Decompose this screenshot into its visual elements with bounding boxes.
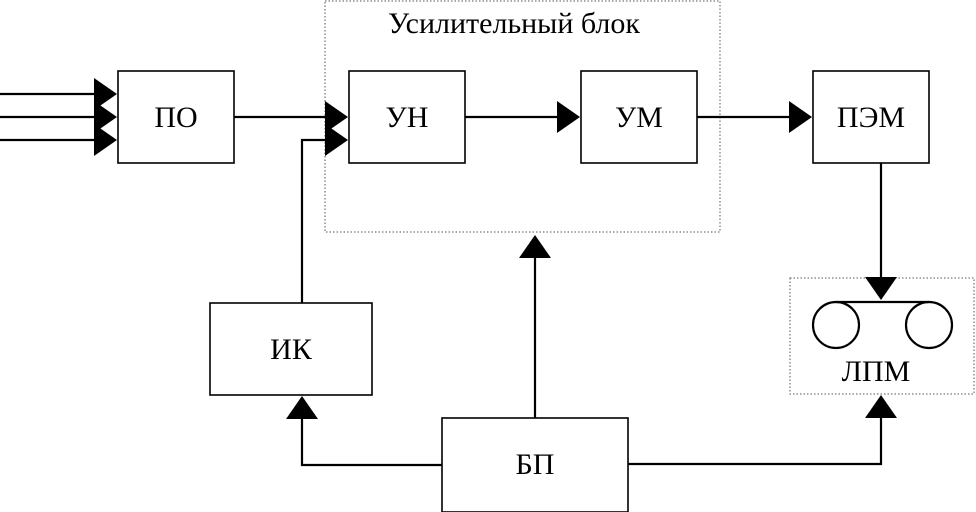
- connector-bp-ik: [286, 396, 442, 467]
- amplifier-group-title: Усилительный блок: [388, 7, 640, 40]
- block-ik: ИК: [209, 302, 373, 396]
- connector-po-un: [234, 101, 348, 133]
- amplifier-group-frame: [324, 0, 721, 233]
- block-bp: БП: [441, 417, 629, 512]
- connector-ik-un-line: [300, 138, 327, 303]
- connector-bp-amplifier: [519, 235, 551, 418]
- block-um-label: УМ: [615, 101, 663, 134]
- connector-bp-lpm-arrow-icon: [865, 395, 897, 418]
- connector-ik-un-arrow-icon: [325, 124, 348, 156]
- tape-reel-right-icon: [904, 300, 954, 350]
- input-arrow-2-icon: [94, 101, 117, 133]
- tape-transport-group: ЛПМ: [789, 277, 975, 395]
- connector-un-um: [465, 101, 580, 133]
- connector-bp-lpm: [628, 395, 897, 466]
- connector-pem-lpm-arrow-icon: [865, 277, 897, 300]
- block-lpm-label: ЛПМ: [842, 355, 911, 388]
- connector-un-um-arrow-icon: [557, 101, 580, 133]
- block-pem-label: ПЭМ: [837, 101, 905, 134]
- connector-bp-lpm-line: [628, 417, 883, 466]
- connector-um-pem: [697, 101, 812, 133]
- input-connectors: [0, 78, 117, 156]
- block-bp-label: БП: [516, 448, 555, 481]
- connector-pem-lpm: [865, 163, 897, 300]
- input-arrow-1-icon: [94, 78, 117, 110]
- connector-bp-ik-line: [300, 418, 442, 467]
- connector-ik-un: [300, 124, 348, 303]
- connector-bp-ik-arrow-icon: [286, 396, 318, 419]
- tape-reel-left-icon: [811, 300, 861, 350]
- amplifier-group: Усилительный блок: [324, 0, 721, 233]
- input-arrow-3-icon: [94, 124, 117, 156]
- block-ik-frame: [209, 302, 373, 396]
- block-um: УМ: [580, 70, 698, 164]
- block-pem: ПЭМ: [812, 70, 930, 164]
- block-po: ПО: [117, 70, 235, 164]
- block-pem-frame: [812, 70, 930, 164]
- block-un: УН: [348, 70, 466, 164]
- block-ik-label: ИК: [270, 333, 313, 366]
- block-bp-frame: [441, 417, 629, 512]
- block-un-frame: [348, 70, 466, 164]
- connector-po-un-arrow-icon: [325, 101, 348, 133]
- block-um-frame: [580, 70, 698, 164]
- block-un-label: УН: [386, 101, 429, 134]
- connector-bp-amplifier-arrow-icon: [519, 235, 551, 258]
- connector-um-pem-arrow-icon: [789, 101, 812, 133]
- block-po-label: ПО: [154, 101, 197, 134]
